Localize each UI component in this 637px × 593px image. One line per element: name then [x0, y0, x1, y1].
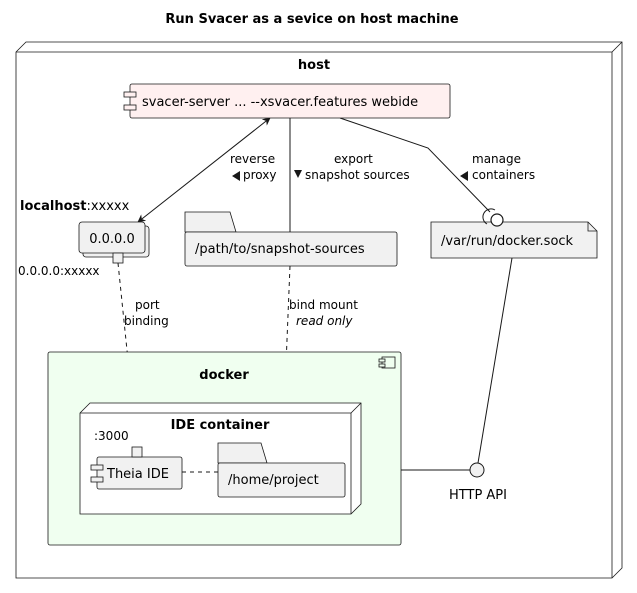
localhost-bold: localhost: [20, 199, 86, 214]
localhost-port: :xxxxx: [86, 199, 129, 214]
manage-label-1: manage: [472, 152, 521, 166]
docker-label: docker: [199, 368, 249, 383]
reverse-direction-icon: [232, 171, 240, 181]
server-label: svacer-server ... --xsvacer.features web…: [142, 95, 418, 110]
manage-containers-edge: [339, 117, 491, 213]
reverse-proxy-edge: [137, 117, 271, 223]
read-only-label: read only: [296, 314, 353, 328]
address-node-label: 0.0.0.0: [89, 232, 134, 247]
manage-direction-icon: [460, 171, 468, 181]
theia-ide-component: Theia IDE: [90, 446, 183, 490]
ide-container-label: IDE container: [171, 418, 270, 433]
sock-socket-icon: [482, 208, 496, 225]
docker-sock-label: /var/run/docker.sock: [441, 234, 574, 249]
port-binding-label-2: binding: [124, 314, 169, 328]
diagram-title: Run Svacer as a sevice on host machine: [165, 12, 458, 27]
localhost-label: localhost:xxxxx: [20, 199, 130, 214]
project-folder: /home/project: [217, 442, 346, 498]
address-node: 0.0.0.0: [78, 221, 150, 264]
address-port-square: [112, 252, 124, 264]
snapshot-folder: /path/to/snapshot-sources: [184, 211, 398, 267]
snapshot-folder-label: /path/to/snapshot-sources: [195, 242, 365, 257]
theia-port-label: :3000: [94, 429, 129, 443]
export-label-1: export: [334, 152, 373, 166]
theia-ide-label: Theia IDE: [106, 467, 169, 482]
sock-interface-icon: [490, 213, 504, 227]
reverse-label-2: proxy: [243, 168, 276, 182]
reverse-label-1: reverse: [230, 152, 275, 166]
host-label: host: [298, 58, 330, 73]
http-api-interface-icon: [469, 462, 485, 478]
address-port-label: 0.0.0.0:xxxxx: [18, 264, 100, 278]
bind-mount-label: bind mount: [289, 298, 358, 312]
manage-label-2: containers: [472, 168, 535, 182]
docker-sock-note: /var/run/docker.sock: [430, 221, 598, 259]
export-direction-icon: [294, 170, 302, 178]
export-label-2: snapshot sources: [305, 168, 410, 182]
svacer-server-component: svacer-server ... --xsvacer.features web…: [123, 83, 451, 119]
project-folder-label: /home/project: [228, 473, 319, 488]
theia-port-square: [131, 446, 143, 458]
component-icon: [381, 356, 396, 369]
http-api-label: HTTP API: [449, 488, 507, 503]
sock-api-edge: [477, 257, 513, 464]
port-binding-label-1: port: [135, 298, 160, 312]
